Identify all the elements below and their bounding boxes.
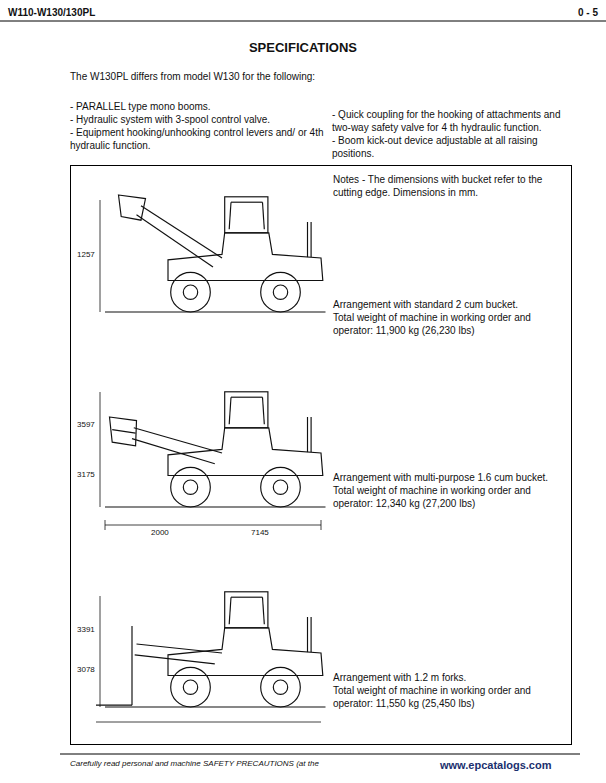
loader-drawing bbox=[105, 392, 326, 507]
arrangement-text: Total weight of machine in working order… bbox=[333, 484, 565, 510]
arrangement-text: Arrangement with standard 2 cum bucket. bbox=[333, 298, 565, 311]
bullet-item: - Boom kick-out device adjustable at all… bbox=[332, 134, 572, 160]
loader-drawing bbox=[96, 592, 326, 707]
arrangement-text: Arrangement with multi-purpose 1.6 cum b… bbox=[333, 471, 565, 484]
bullet-item: - Quick coupling for the hooking of atta… bbox=[332, 108, 572, 134]
dimension-value: 7145 bbox=[250, 528, 270, 537]
dimension-value: 3175 bbox=[76, 470, 96, 479]
dimension-line bbox=[100, 392, 321, 530]
arrangement-text: Total weight of machine in working order… bbox=[333, 311, 565, 337]
dimension-value: 3078 bbox=[76, 665, 96, 674]
dimension-value: 3391 bbox=[76, 625, 96, 634]
footer-note: Carefully read personal and machine SAFE… bbox=[70, 758, 430, 769]
loader-drawing bbox=[105, 195, 326, 312]
bullet-item: - PARALLEL type mono booms. bbox=[70, 100, 325, 113]
header-rule bbox=[0, 21, 606, 22]
arrangement-text: Total weight of machine in working order… bbox=[333, 684, 565, 710]
bullet-item: - Hydraulic system with 3-spool control … bbox=[70, 113, 325, 126]
note-text: Notes - The dimensions with bucket refer… bbox=[333, 173, 565, 199]
dimension-line bbox=[96, 596, 321, 722]
dimension-value: 3597 bbox=[76, 420, 96, 429]
intro-text: The W130PL differs from model W130 for t… bbox=[70, 70, 320, 83]
dimension-value: 2000 bbox=[150, 528, 170, 537]
bullet-item: - Equipment hooking/unhooking control le… bbox=[70, 126, 325, 152]
dimension-line bbox=[100, 200, 101, 312]
dimension-value: 1257 bbox=[76, 250, 96, 259]
page-number: 0 - 5 bbox=[520, 6, 598, 19]
spec-frame: Notes - The dimensions with bucket refer… bbox=[70, 165, 572, 745]
arrangement-text: Arrangement with 1.2 m forks. bbox=[333, 671, 565, 684]
header-title: W110-W130/130PL bbox=[8, 6, 208, 19]
page-title: SPECIFICATIONS bbox=[0, 40, 606, 56]
footer-rule bbox=[60, 754, 580, 755]
watermark: www.epcatalogs.com bbox=[440, 758, 600, 772]
